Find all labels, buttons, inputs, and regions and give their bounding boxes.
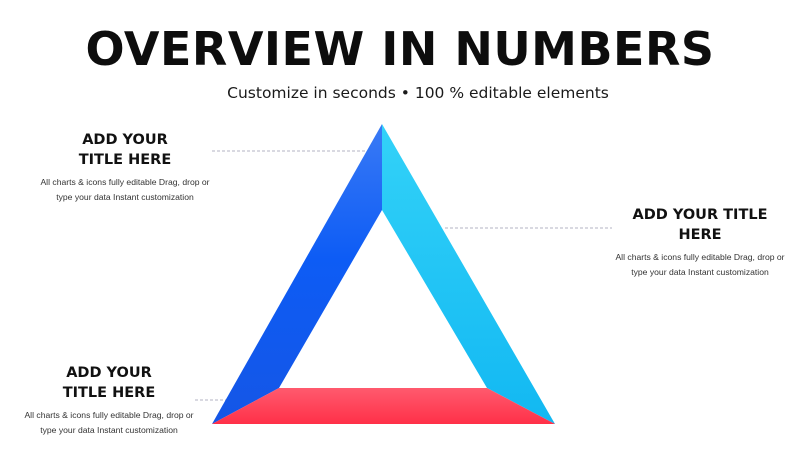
triangle-left-side (212, 124, 382, 424)
callout-title: ADD YOUR TITLE HERE (62, 365, 156, 401)
callout-right: ADD YOUR TITLE HERE All charts & icons f… (612, 205, 788, 280)
callout-title: ADD YOUR TITLE HERE (632, 207, 768, 243)
slide-subtitle: Customize in seconds • 100 % editable el… (227, 84, 609, 102)
triangle-base (212, 388, 555, 424)
callout-bottom-left: ADD YOUR TITLE HERE All charts & icons f… (20, 363, 198, 438)
callout-top-left: ADD YOUR TITLE HERE All charts & icons f… (40, 130, 210, 205)
callout-title: ADD YOUR TITLE HERE (78, 132, 172, 168)
slide-title: OVERVIEW IN NUMBERS (85, 22, 715, 76)
callout-description: All charts & icons fully editable Drag, … (40, 177, 210, 202)
triangle-right-side (382, 124, 555, 424)
callout-description: All charts & icons fully editable Drag, … (615, 252, 785, 277)
callout-description: All charts & icons fully editable Drag, … (24, 410, 194, 435)
